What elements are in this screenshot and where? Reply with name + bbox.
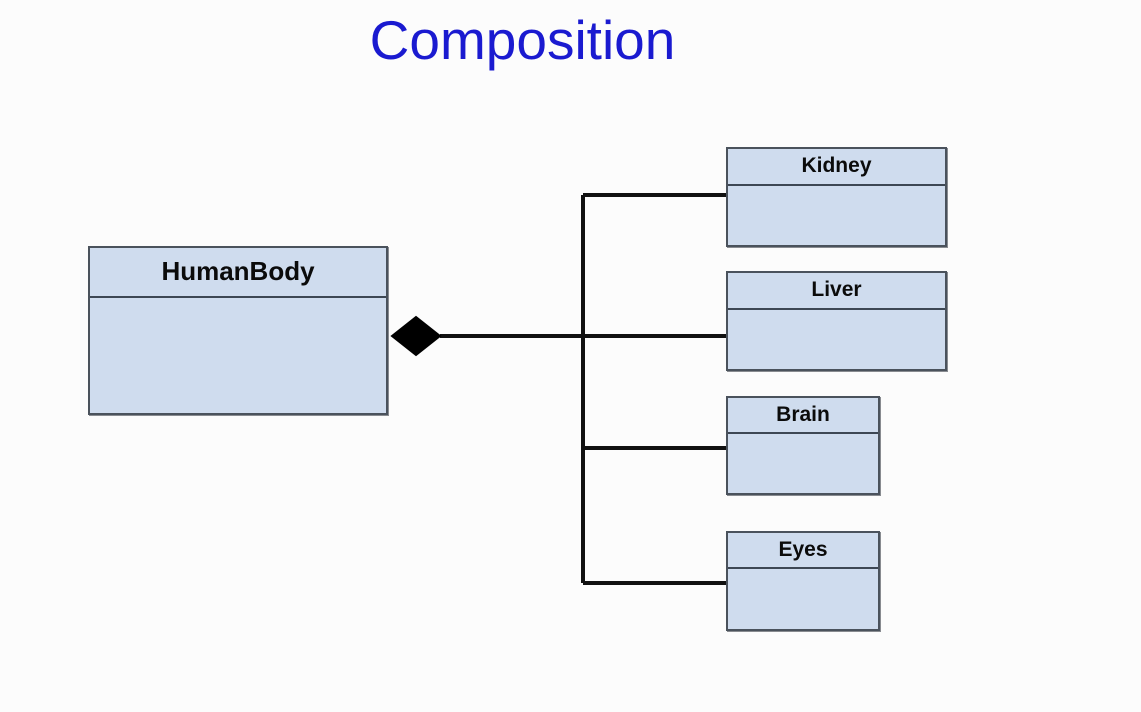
uml-class-attributes — [728, 186, 945, 245]
uml-class-attributes — [728, 434, 878, 493]
uml-class-humanbody[interactable]: HumanBody — [88, 246, 388, 415]
uml-class-attributes — [728, 310, 945, 369]
uml-class-name: Eyes — [728, 533, 878, 569]
uml-class-name: HumanBody — [90, 248, 386, 298]
uml-class-kidney[interactable]: Kidney — [726, 147, 947, 247]
uml-class-attributes — [90, 298, 386, 413]
uml-class-eyes[interactable]: Eyes — [726, 531, 880, 631]
uml-class-name: Liver — [728, 273, 945, 310]
uml-class-name: Brain — [728, 398, 878, 434]
uml-class-attributes — [728, 569, 878, 629]
uml-class-brain[interactable]: Brain — [726, 396, 880, 495]
uml-class-liver[interactable]: Liver — [726, 271, 947, 371]
page-title: Composition — [369, 9, 676, 71]
uml-class-name: Kidney — [728, 149, 945, 186]
composition-diamond-icon — [390, 315, 442, 357]
